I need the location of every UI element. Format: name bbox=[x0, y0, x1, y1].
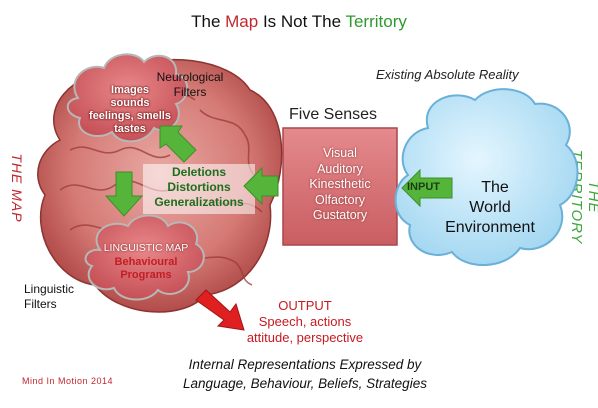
neurological-line-1: Neurological bbox=[156, 70, 224, 84]
five-senses-box bbox=[282, 127, 398, 246]
filter-distortions: Distortions bbox=[167, 180, 231, 194]
filters-text: Deletions Distortions Generalizations bbox=[140, 165, 258, 210]
neurological-line-2: Filters bbox=[173, 85, 207, 99]
thought-line-2: sounds bbox=[110, 97, 150, 109]
world-cloud bbox=[394, 88, 579, 266]
sense-visual: Visual bbox=[323, 146, 357, 160]
internal-line-2: Language, Behaviour, Beliefs, Strategies bbox=[183, 376, 427, 391]
output-title: OUTPUT bbox=[278, 298, 332, 313]
linguistic-map-text: LINGUISTIC MAP Behavioural Programs bbox=[92, 242, 200, 282]
filter-generalizations: Generalizations bbox=[154, 195, 244, 209]
cloud-to-linguistic-arrow bbox=[104, 171, 144, 217]
linguistic-map-title: LINGUISTIC MAP bbox=[103, 242, 189, 254]
linguistic-map-line-2: Programs bbox=[120, 269, 172, 281]
five-senses-title: Five Senses bbox=[289, 106, 378, 123]
title-prefix: The bbox=[191, 12, 226, 31]
filter-deletions: Deletions bbox=[171, 165, 226, 179]
linguistic-filters-line-1: Linguistic bbox=[24, 282, 75, 296]
output-line-2: attitude, perspective bbox=[246, 330, 364, 345]
linguistic-map-line-1: Behavioural bbox=[114, 256, 178, 268]
thought-cloud-text: Images sounds feelings, smells tastes bbox=[74, 84, 186, 136]
title-map-word: Map bbox=[225, 12, 259, 31]
input-arrow bbox=[401, 168, 453, 208]
sense-kinesthetic: Kinesthetic bbox=[309, 177, 371, 191]
senses-to-filters-arrow bbox=[243, 166, 279, 206]
input-label: INPUT bbox=[407, 181, 440, 193]
arrows bbox=[104, 125, 279, 217]
thought-line-3: feelings, smells bbox=[89, 110, 171, 122]
neurological-filters-label: Neurological Filters bbox=[142, 70, 238, 100]
title-middle: Is Not The bbox=[258, 12, 346, 31]
world-line-3: Environment bbox=[445, 219, 535, 236]
diagram-title: The Map Is Not The Territory bbox=[0, 12, 598, 32]
output-line-1: Speech, actions bbox=[258, 314, 352, 329]
sense-gustatory: Gustatory bbox=[312, 208, 368, 222]
output-text: OUTPUT Speech, actions attitude, perspec… bbox=[240, 298, 370, 346]
senses-list: Visual Auditory Kinesthetic Olfactory Gu… bbox=[283, 146, 397, 224]
internal-representations-text: Internal Representations Expressed by La… bbox=[140, 355, 470, 393]
linguistic-map-cloud bbox=[84, 214, 205, 301]
sense-olfactory: Olfactory bbox=[314, 192, 365, 207]
thought-line-1: Images bbox=[111, 84, 149, 96]
title-territory-word: Territory bbox=[345, 12, 407, 31]
filters-to-cloud-arrow bbox=[159, 125, 197, 163]
existing-reality-label: Existing Absolute Reality bbox=[376, 67, 519, 82]
thought-line-4: tastes bbox=[114, 123, 146, 135]
credit-text: Mind In Motion 2014 bbox=[22, 376, 114, 386]
world-line-2: World bbox=[469, 199, 511, 216]
internal-line-1: Internal Representations Expressed by bbox=[188, 357, 422, 372]
world-line-1: The bbox=[481, 179, 509, 196]
output-arrow bbox=[195, 289, 245, 331]
linguistic-filters-line-2: Filters bbox=[24, 297, 57, 311]
filter-box bbox=[143, 164, 255, 214]
thought-cloud bbox=[66, 53, 189, 143]
linguistic-filters-label: Linguistic Filters bbox=[24, 282, 74, 312]
world-text: The World Environment bbox=[420, 178, 560, 238]
sense-auditory: Auditory bbox=[317, 161, 363, 176]
